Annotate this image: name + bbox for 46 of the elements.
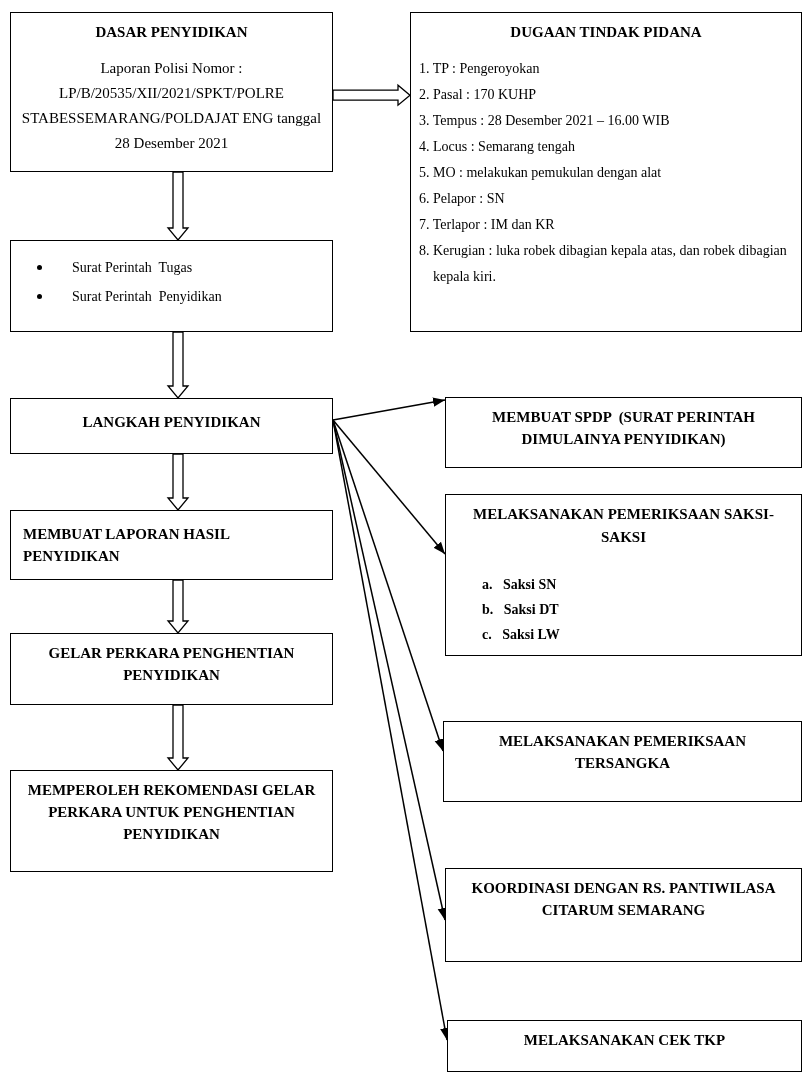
list-item: 4. Locus : Semarang tengah: [419, 137, 576, 156]
process-box: [443, 721, 802, 802]
arrow: [332, 419, 444, 752]
list-item: 6. Pelapor : SN: [419, 189, 506, 208]
list-item: 7. Terlapor : IM dan KR: [419, 215, 556, 234]
block-arrow: [166, 453, 190, 511]
process-box: [445, 397, 802, 468]
box-heading: MEMPEROLEH REKOMENDASI GELAR PERKARA UNTUK PENGHENTIAN PENYIDIKAN: [26, 781, 317, 844]
box-heading: LANGKAH PENYIDIKAN: [82, 413, 261, 432]
arrow: [332, 419, 446, 555]
process-box: [447, 1020, 802, 1072]
list-item: 5. MO : melakukan pemukulan dengan alat: [419, 163, 663, 182]
list-item: 1. TP : Pengeroyokan: [419, 59, 541, 78]
arrow: [332, 397, 446, 421]
process-box: [10, 770, 333, 872]
box-heading: MELAKSANAKAN PEMERIKSAAN TERSANGKA: [497, 732, 748, 773]
block-arrow: [166, 704, 190, 771]
process-box: [445, 868, 802, 962]
box-heading: MELAKSANAKAN CEK TKP: [523, 1031, 726, 1050]
list-item: a. Saksi SN: [481, 576, 558, 594]
process-box: [10, 510, 333, 580]
box-heading: DASAR PENYIDIKAN: [95, 23, 248, 42]
list-item: 3. Tempus : 28 Desember 2021 – 16.00 WIB: [419, 111, 671, 130]
box-heading: MEMBUAT LAPORAN HASIL PENYIDIKAN: [23, 525, 231, 566]
bullet-text: Surat Perintah Penyidikan: [72, 288, 222, 306]
list-item: 2. Pasal : 170 KUHP: [419, 85, 538, 104]
process-box: [10, 240, 333, 332]
bullet-text: Surat Perintah Tugas: [72, 259, 193, 277]
box-heading: KOORDINASI DENGAN RS. PANTIWILASA CITARUM SEMARANG: [470, 879, 777, 920]
box-text: Laporan Polisi Nomor : LP/B/20535/XII/2021/SPKT/POLRE STABESSEMARANG/POLDAJAT ENG tanggal 28 Desember 2021: [20, 58, 323, 153]
box-heading: GELAR PERKARA PENGHENTIAN PENYIDIKAN: [47, 644, 296, 685]
process-box: [10, 398, 333, 454]
box-heading: MELAKSANAKAN PEMERIKSAAN SAKSI-SAKSI: [472, 505, 775, 547]
list-item: 8. Kerugian : luka robek dibagian kepala atas, dan robek dibagian kepala kiri.: [419, 241, 788, 286]
box-heading: MEMBUAT SPDP (SURAT PERINTAH DIMULAINYA PENYIDIKAN): [491, 408, 756, 449]
process-box: [10, 12, 333, 172]
block-arrow: [166, 171, 190, 241]
block-arrow: [332, 83, 411, 107]
process-box: [410, 12, 802, 332]
block-arrow: [166, 579, 190, 634]
process-box: [445, 494, 802, 656]
list-item: b. Saksi DT: [481, 601, 560, 619]
list-item: c. Saksi LW: [481, 626, 561, 644]
box-heading: DUGAAN TINDAK PIDANA: [509, 23, 703, 42]
process-box: [10, 633, 333, 705]
block-arrow: [166, 331, 190, 399]
